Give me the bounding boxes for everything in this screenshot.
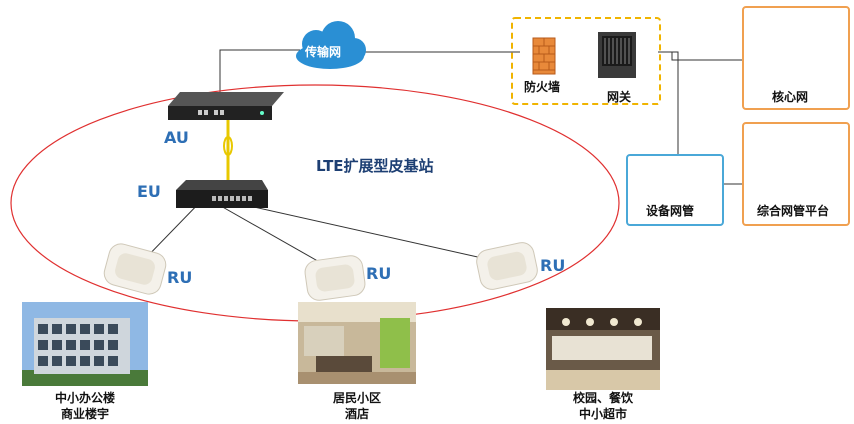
line-eu-ru3 (244, 204, 501, 263)
caption-line: 中小超市 (578, 407, 627, 421)
integrated-mgmt-label: 综合网管平台 (757, 204, 830, 218)
scenario-campus-caption: 校园、餐饮 中小超市 (546, 390, 660, 422)
gateway-icon (598, 32, 636, 78)
core-network-box (742, 6, 850, 110)
caption-line: 中小办公楼 (54, 391, 115, 405)
ru-device-icon (103, 243, 167, 295)
scenario-residence-caption: 居民小区 酒店 (298, 390, 416, 422)
line-au-to-cloud (219, 49, 300, 92)
firewall-icon (532, 37, 556, 75)
integrated-mgmt-box (742, 122, 850, 226)
base-station-title: LTE扩展型皮基站 (316, 157, 434, 175)
line-gateway-to-core (671, 52, 744, 61)
eu-label: EU (137, 182, 161, 201)
fiber-coil-icon (223, 136, 233, 156)
ru-device-icon (476, 242, 538, 290)
device-mgmt-box (626, 154, 724, 226)
caption-line: 居民小区 (332, 391, 381, 405)
core-network-label: 核心网 (772, 90, 809, 104)
ru-label: RU (167, 268, 193, 287)
firewall-label: 防火墙 (524, 80, 561, 94)
line-gateway-to-mgmt (658, 51, 679, 184)
caption-line: 校园、餐饮 (572, 391, 633, 405)
connection-lines (139, 49, 744, 269)
residence-image (298, 302, 416, 384)
caption-line: 商业楼宇 (60, 407, 109, 421)
cafe-image (546, 308, 660, 390)
office-building-image (22, 302, 148, 386)
au-label: AU (164, 128, 189, 147)
gateway-label: 网关 (607, 90, 632, 104)
cloud-icon (296, 21, 366, 69)
ru-label: RU (540, 256, 566, 275)
line-eu-ru2 (204, 196, 331, 269)
ru-device-icon (304, 255, 366, 301)
cloud-label: 传输网 (305, 45, 342, 59)
gateway-group-frame (511, 17, 661, 105)
ru-label: RU (366, 264, 392, 283)
eu-device-icon (176, 180, 268, 208)
au-device-icon (168, 92, 284, 120)
caption-line: 酒店 (344, 407, 369, 421)
scenario-office-caption: 中小办公楼 商业楼宇 (22, 390, 148, 422)
device-mgmt-label: 设备网管 (646, 204, 695, 218)
